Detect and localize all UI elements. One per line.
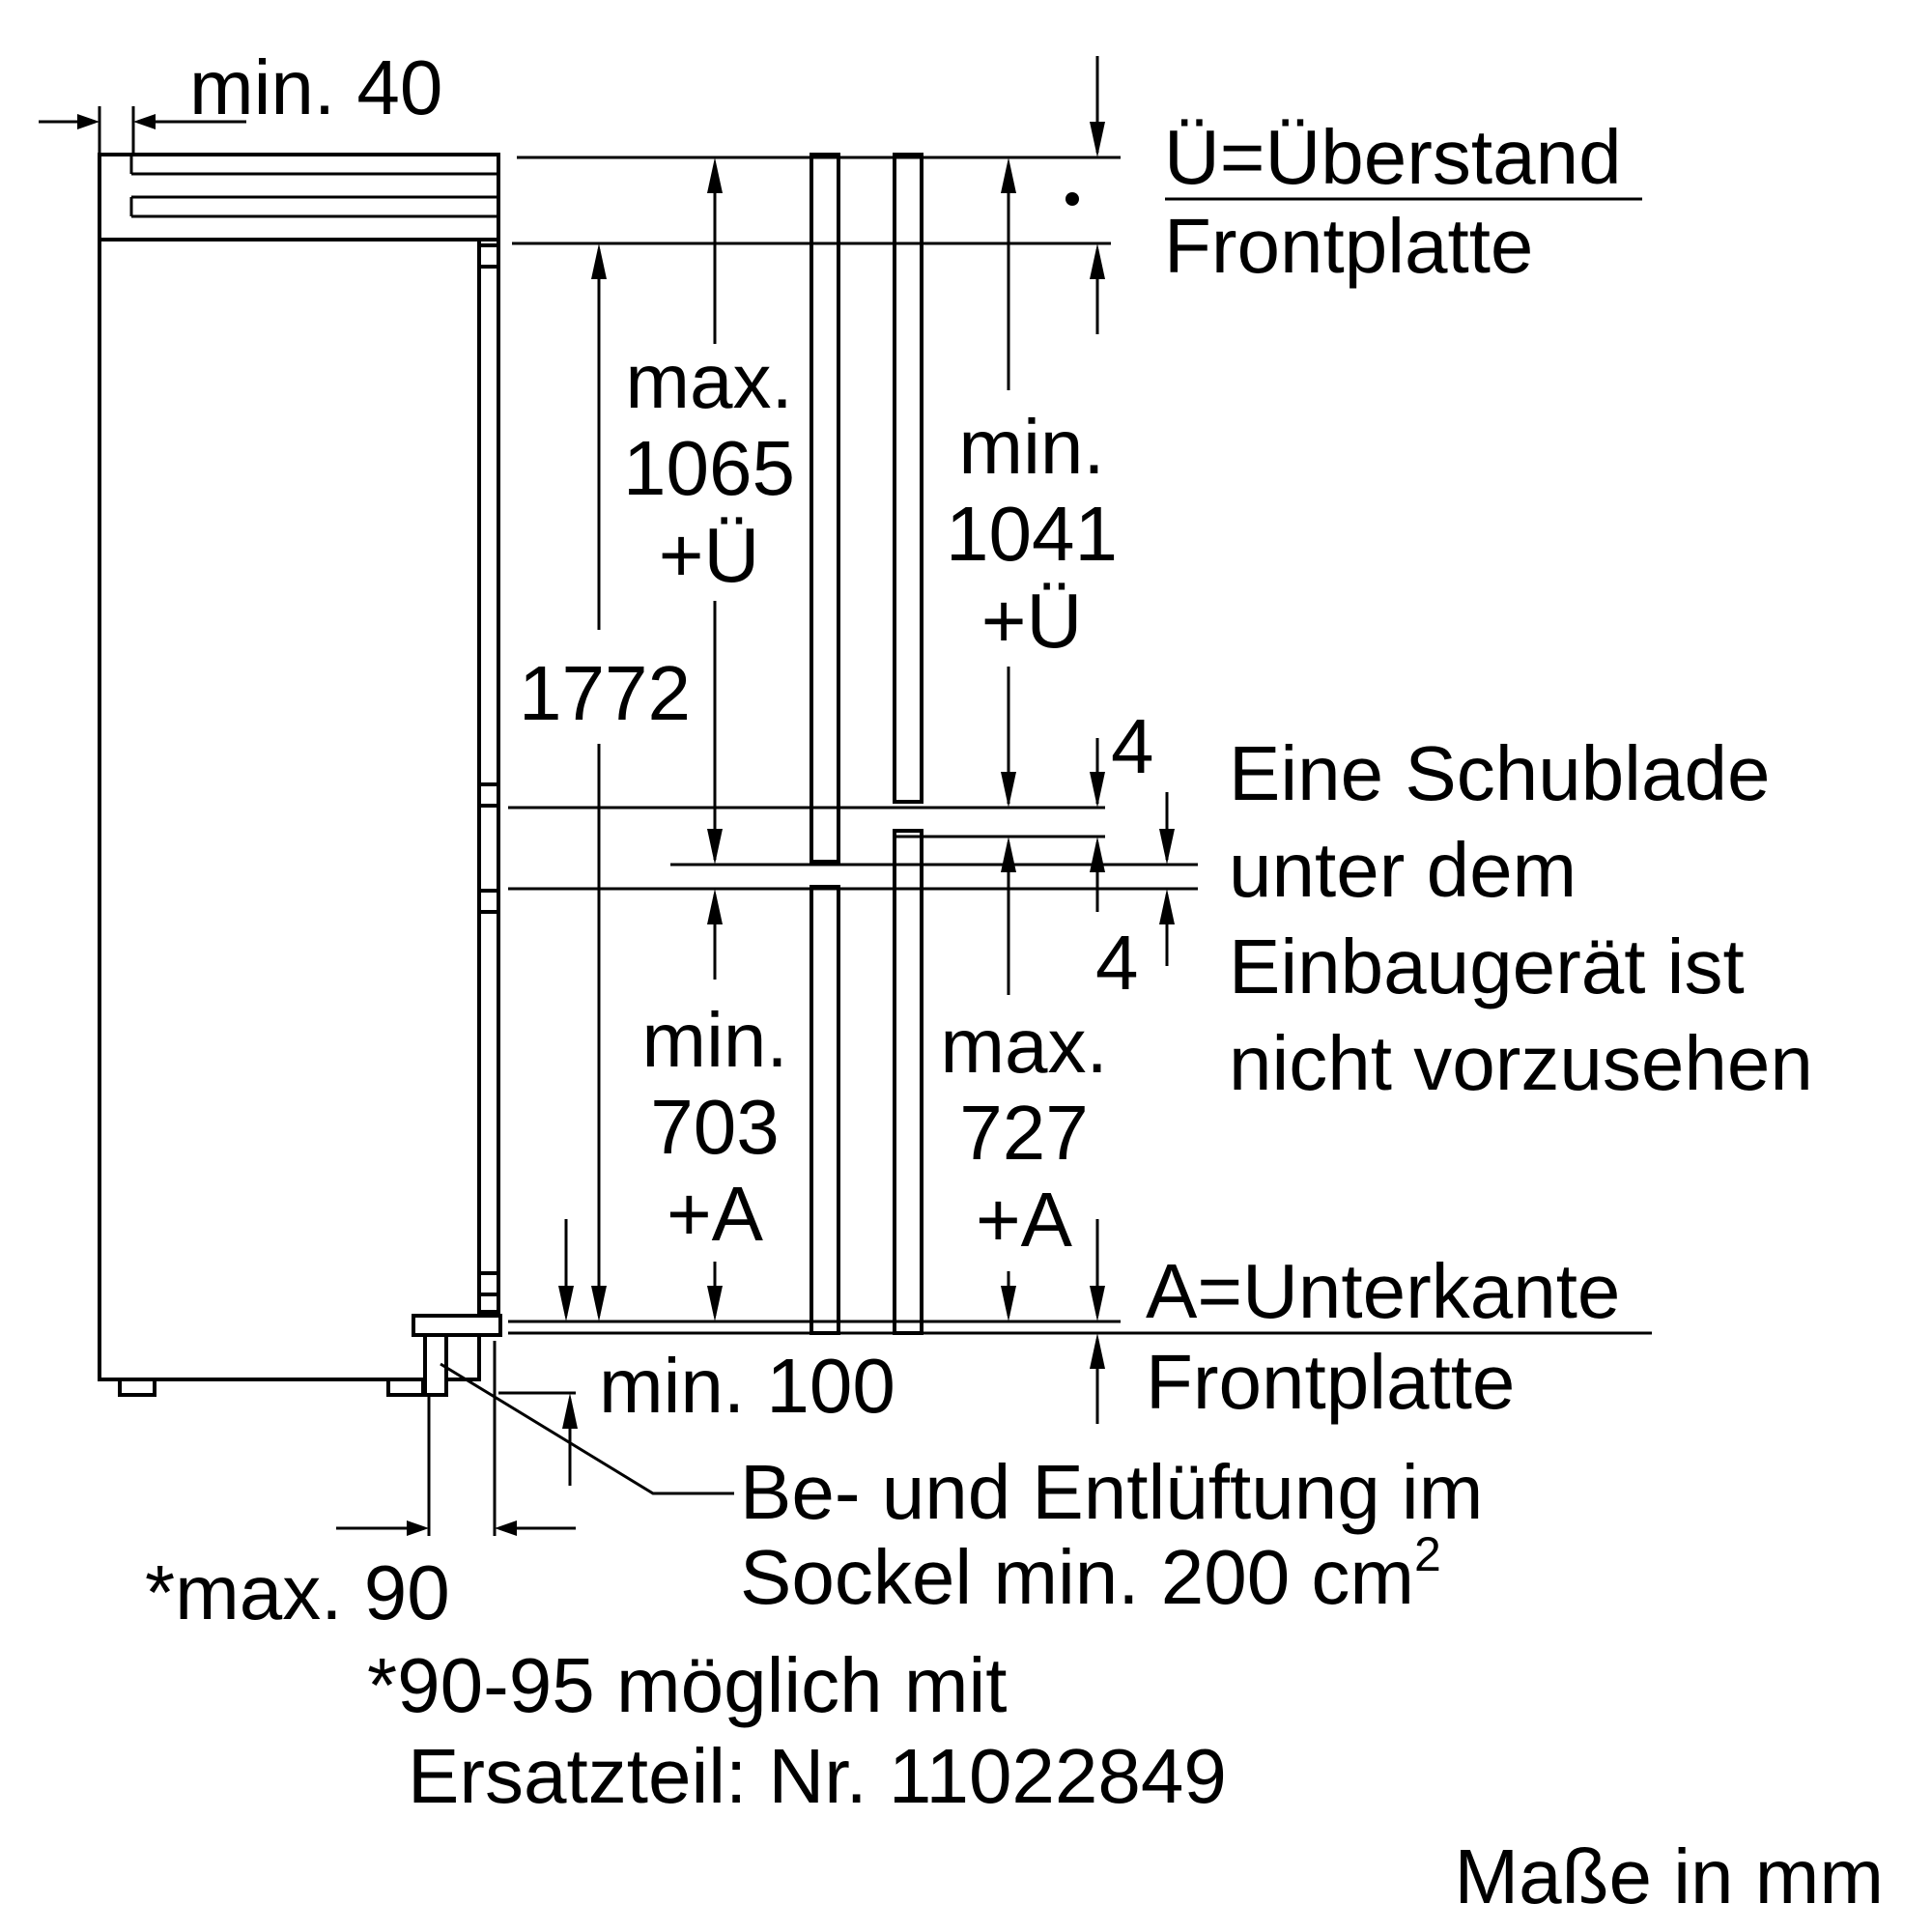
- plinth: [412, 1314, 502, 1337]
- label-max-1065-line2: 1065: [623, 425, 795, 511]
- label-min-1041-line3: +Ü: [981, 578, 1083, 664]
- label-max-727-line1: max.: [940, 1003, 1107, 1089]
- label-frontplatte-bottom: Frontplatte: [1146, 1339, 1515, 1425]
- label-max-727-line3: +A: [976, 1177, 1073, 1263]
- label-schublade-line4: nicht vorzusehen: [1229, 1020, 1813, 1106]
- label-belueftung-line1: Be- und Entlüftung im: [740, 1449, 1483, 1535]
- label-units: Maße in mm: [1455, 1833, 1885, 1919]
- door-panels: [810, 153, 923, 1335]
- dimension-arrows: [39, 56, 1175, 1536]
- label-frontplatte-top: Frontplatte: [1164, 203, 1533, 289]
- label-max-727-line2: 727: [959, 1090, 1088, 1176]
- reference-lines: [508, 156, 1652, 1335]
- label-top-min: min. 40: [189, 44, 442, 130]
- labels: min. 40 Ü=Überstand Frontplatte max. 106…: [145, 44, 1884, 1919]
- label-height-1772: 1772: [519, 650, 691, 736]
- label-note-line2: Ersatzteil: Nr. 11022849: [408, 1733, 1227, 1819]
- cabinet-body: [98, 238, 481, 1381]
- cabinet-foot-left: [118, 1378, 156, 1397]
- label-min-703-line2: 703: [650, 1084, 779, 1170]
- label-min-1041-line1: min.: [958, 404, 1104, 490]
- label-max-90: *max. 90: [145, 1549, 450, 1635]
- label-unterkante: A=Unterkante: [1146, 1248, 1620, 1334]
- left-lower-door: [810, 885, 840, 1335]
- cabinet-foot-right: [386, 1378, 425, 1397]
- label-min-1041-line2: 1041: [946, 491, 1118, 577]
- label-max-1065-line3: +Ü: [659, 512, 760, 598]
- label-min-100: min. 100: [599, 1343, 895, 1429]
- cabinet-front-strip: [477, 238, 500, 1314]
- label-max-1065-line1: max.: [625, 338, 792, 424]
- label-gap-top: 4: [1111, 703, 1154, 789]
- label-schublade-line1: Eine Schublade: [1229, 730, 1770, 816]
- label-belueftung-superscript: 2: [1414, 1527, 1441, 1581]
- label-note-line1: *90-95 möglich mit: [367, 1642, 1008, 1728]
- label-gap-bottom: 4: [1095, 920, 1139, 1006]
- label-min-703-line1: min.: [641, 997, 787, 1083]
- left-upper-door: [810, 153, 840, 864]
- label-belueftung-line2: Sockel min. 200 cm2: [740, 1527, 1441, 1620]
- label-ueberstand: Ü=Überstand: [1164, 114, 1622, 200]
- right-upper-door: [893, 153, 923, 804]
- label-min-703-line3: +A: [667, 1171, 764, 1257]
- cabinet-side-view: [98, 153, 502, 1397]
- label-schublade-line2: unter dem: [1229, 827, 1577, 913]
- label-schublade-line3: Einbaugerät ist: [1229, 923, 1745, 1009]
- right-lower-door: [893, 829, 923, 1335]
- label-belueftung-text: Sockel min. 200 cm: [740, 1534, 1414, 1620]
